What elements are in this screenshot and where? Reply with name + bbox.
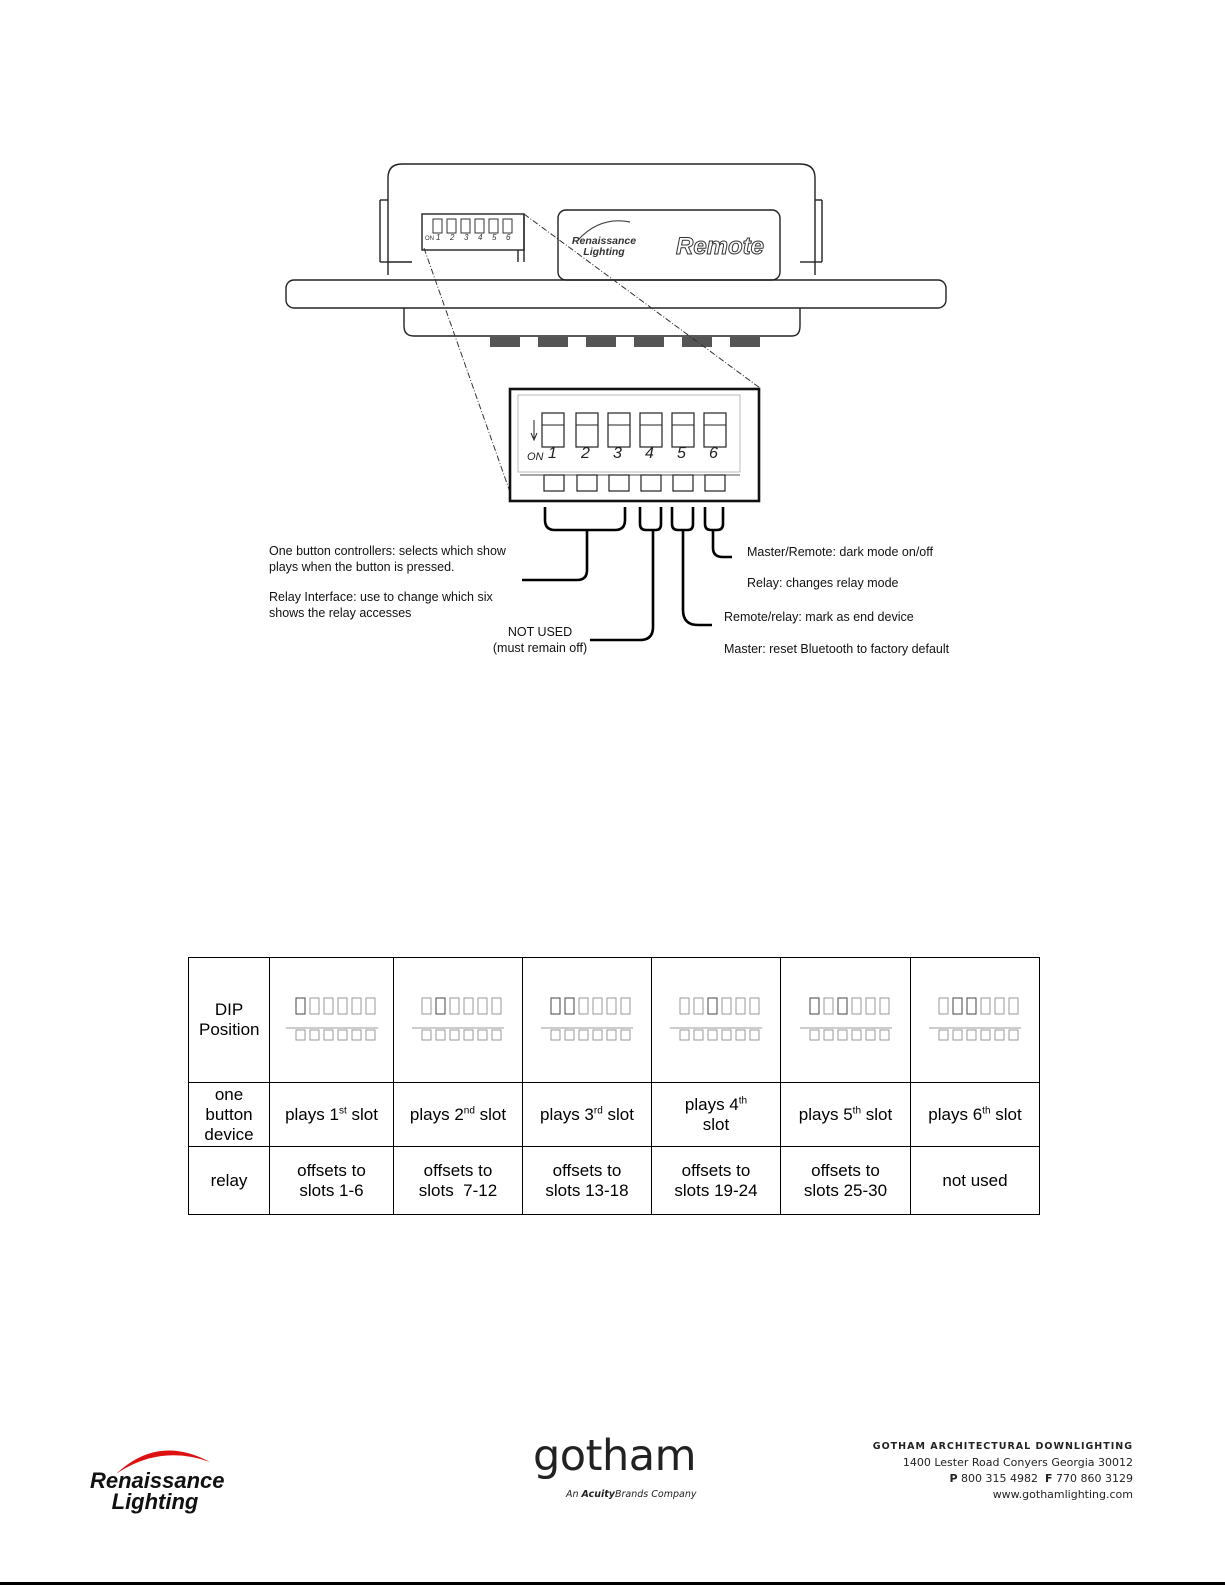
table-row: DIP Position [188,957,1040,1083]
callout-relay-interface: Relay Interface: use to change which six… [269,590,493,620]
renaissance-logo-arc [116,1450,210,1474]
dip-position-table: DIP Position [188,957,1040,1215]
table-cell: offsets to slots 1-6 [269,1146,394,1215]
dip-number-small: 6 [506,233,511,242]
company-address: GOTHAM ARCHITECTURAL DOWNLIGHTING 1400 L… [873,1439,1133,1503]
dip-number-small: 3 [464,233,469,242]
callout-not-used: NOT USED [507,625,573,639]
table-cell: offsets to slots 25-30 [780,1146,911,1215]
dip-number: 3 [613,445,622,462]
device-diagram [285,163,947,642]
table-cell: offsets to slots 13-18 [522,1146,652,1215]
gotham-logo: gotham [533,1431,696,1481]
dip-setting-2 [393,957,523,1083]
dip-number: 6 [709,445,718,462]
dip-setting-1 [269,957,394,1083]
dip-number-small: 2 [450,233,455,242]
callout-not-used-note: (must remain off) [492,641,588,655]
gotham-tagline: An AcuityBrands Company [566,1489,697,1500]
dip-switch-image [412,997,504,1041]
callout-master-remote: Master/Remote: dark mode on/off [747,545,933,559]
device-dip-on-small: ON [425,236,434,242]
dip-on-label: ON [527,451,544,463]
table-cell: plays 4th slot [651,1082,781,1147]
table-cell: plays 1st slot [269,1082,394,1147]
dip-setting-3 [522,957,652,1083]
table-cell: plays 6th slot [910,1082,1040,1147]
dip-number-small: 5 [492,233,497,242]
dip-number-small: 4 [478,233,483,242]
dip-setting-6 [910,957,1040,1083]
street-address: 1400 Lester Road Conyers Georgia 30012 [902,1456,1133,1469]
dip-switch-image [929,997,1021,1041]
row-header-relay: relay [188,1146,270,1215]
table-row: one button device plays 1st slot plays 2… [188,1082,1040,1147]
table-cell: plays 5th slot [780,1082,911,1147]
dip-number-small: 1 [436,233,441,242]
table-row: relay offsets to slots 1-6 offsets to sl… [188,1146,1040,1215]
website-link[interactable]: www.gothamlighting.com [992,1488,1133,1501]
callout-remote-relay-end: Remote/relay: mark as end device [724,610,914,624]
dip-switch-image [541,997,633,1041]
firm-name: GOTHAM ARCHITECTURAL DOWNLIGHTING [872,1441,1133,1452]
callout-master-reset: Master: reset Bluetooth to factory defau… [724,642,950,656]
row-header-one-button: one button device [188,1082,270,1147]
table-cell: not used [910,1146,1040,1215]
dip-number: 4 [645,445,654,462]
bottom-rule [0,1582,1225,1585]
dip-number: 1 [548,445,557,462]
dip-switch-image [799,997,892,1041]
table-cell: plays 2nd slot [393,1082,523,1147]
dip-setting-4 [651,957,781,1083]
callout-relay-mode: Relay: changes relay mode [747,576,899,590]
phone-fax: P 800 315 4982 F 770 860 3129 [949,1472,1133,1485]
dip-switch-image [670,997,762,1041]
dip-number: 2 [581,445,590,462]
row-header-dip-position: DIP Position [188,957,270,1083]
dip-setting-5 [780,957,911,1083]
renaissance-logo: Renaissance Lighting [90,1468,225,1514]
table-cell: offsets to slots 19-24 [651,1146,781,1215]
device-brand-label: Renaissance Lighting [571,235,637,258]
dip-switch-image [285,997,378,1041]
device-model-label: Remote [675,233,765,261]
callout-one-button: One button controllers: selects which sh… [269,544,506,574]
dip-number: 5 [677,445,686,462]
table-cell: offsets to slots 7-12 [393,1146,523,1215]
table-cell: plays 3rd slot [522,1082,652,1147]
